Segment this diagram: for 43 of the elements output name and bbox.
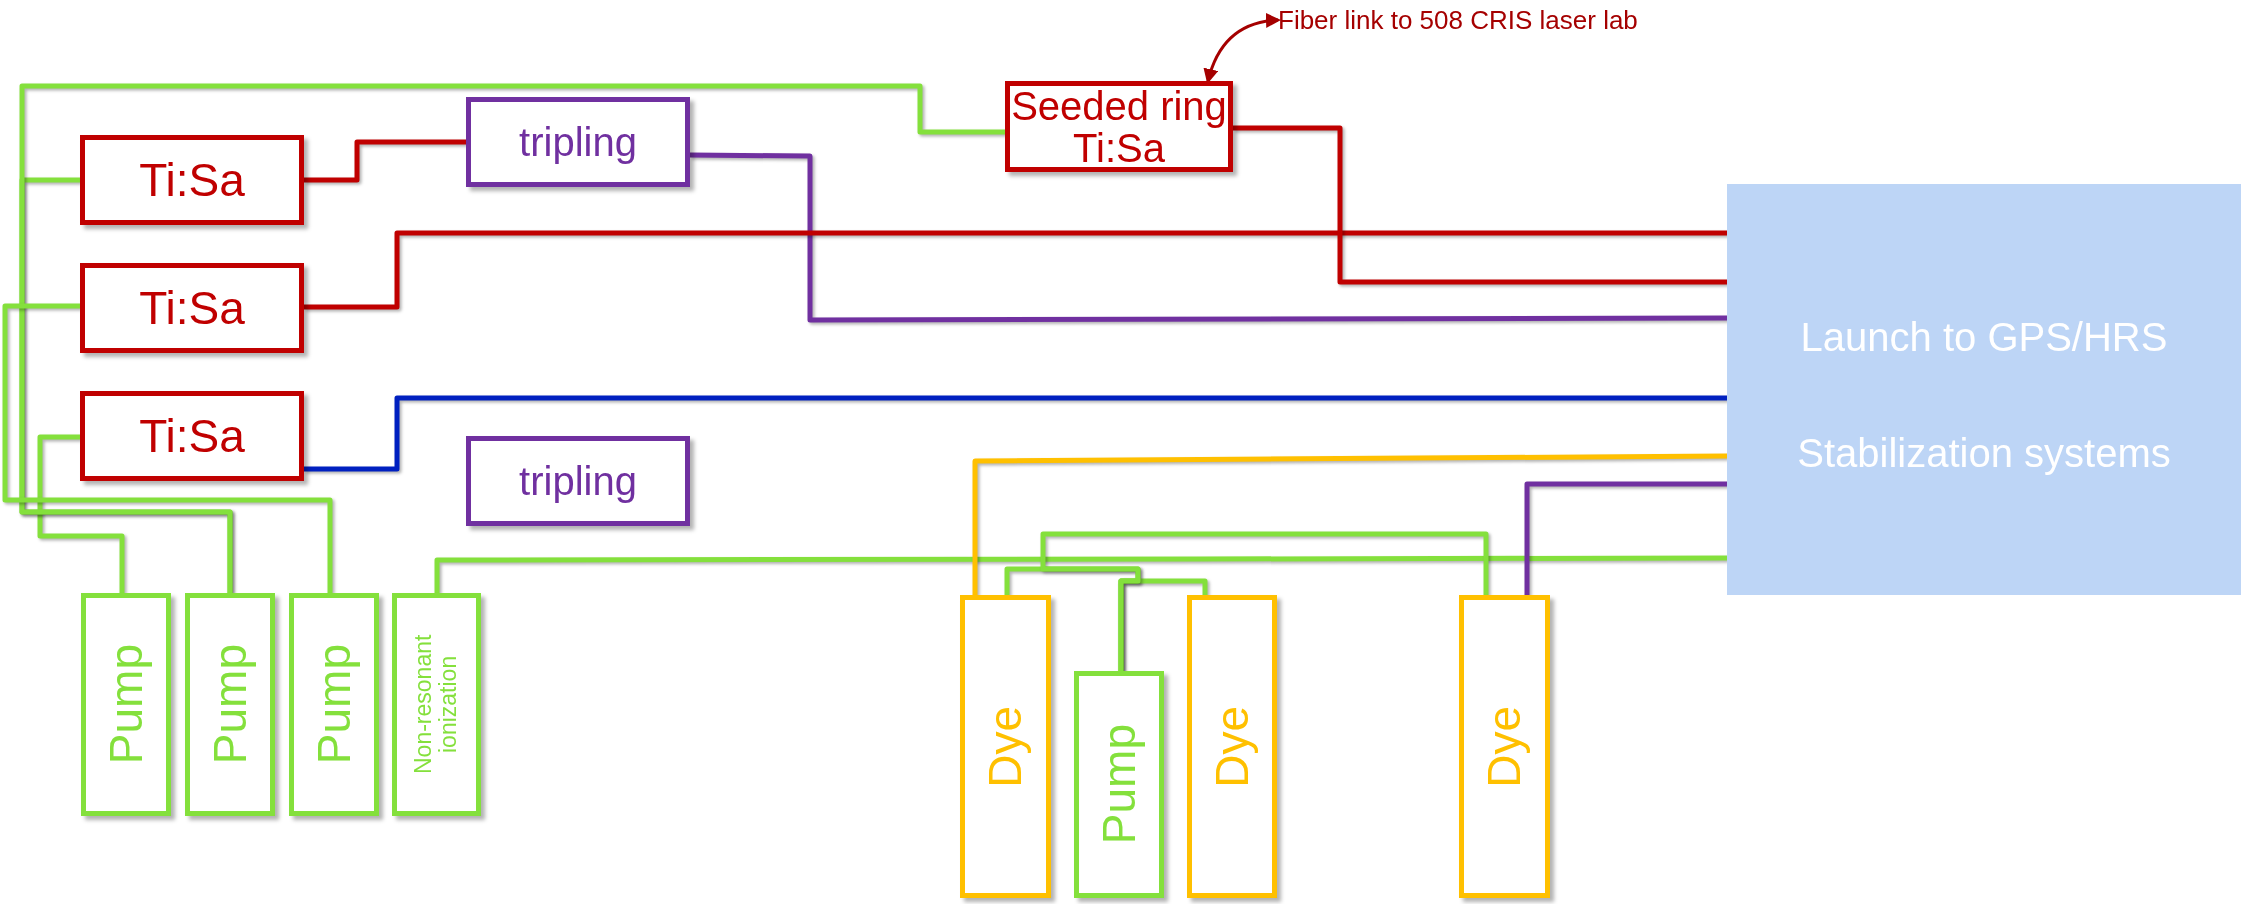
pump-box (81, 593, 171, 816)
pump-box (392, 593, 481, 816)
pump-box (1074, 671, 1164, 898)
beam-line (304, 230, 1727, 310)
beam-line (37, 434, 125, 593)
panel-label: Stabilization systems (1797, 430, 2171, 475)
box-label: tripling (519, 459, 637, 503)
laser-box (80, 391, 304, 481)
tripling-box (466, 436, 690, 526)
box-label: Ti:Sa (139, 282, 245, 334)
box-label: Dye (1206, 705, 1258, 788)
dye-laser-box (1459, 595, 1550, 898)
dye-laser-box (960, 595, 1051, 898)
beam-line (304, 395, 1727, 472)
beam-line (689, 152, 1727, 323)
annotation-text: Fiber link to 508 CRIS laser lab (1278, 5, 1638, 35)
laser-box (80, 263, 304, 353)
tripling-box (466, 97, 690, 187)
laser-box (80, 135, 304, 225)
beam-line (1524, 481, 1727, 595)
beam-line (1233, 125, 1727, 285)
beam-line (304, 139, 466, 183)
box-label: Pump (100, 644, 152, 765)
box-label: Pump (204, 644, 256, 765)
box-label: Non-resonant ionization (411, 633, 462, 777)
beam-line (434, 555, 1727, 593)
box-label: Pump (308, 644, 360, 765)
box-label: tripling (519, 120, 637, 164)
box-label: Ti:Sa (139, 154, 245, 206)
panel-label: Launch to GPS/HRS (1800, 314, 2168, 359)
pump-box (185, 593, 275, 816)
box-label: Dye (1479, 705, 1530, 788)
box-label: Pump (1093, 724, 1145, 845)
dye-laser-box (1187, 595, 1277, 898)
beam-line (19, 83, 1005, 593)
box-label: Dye (980, 705, 1031, 788)
beam-line (972, 453, 1727, 595)
pump-box (289, 593, 379, 816)
beam-line (1040, 531, 1489, 671)
box-label: Ti:Sa (139, 410, 245, 462)
beam-line (2, 303, 333, 593)
box-label: Seeded ring Ti:Sa (1010, 84, 1228, 169)
launch-panel (1727, 184, 2241, 595)
